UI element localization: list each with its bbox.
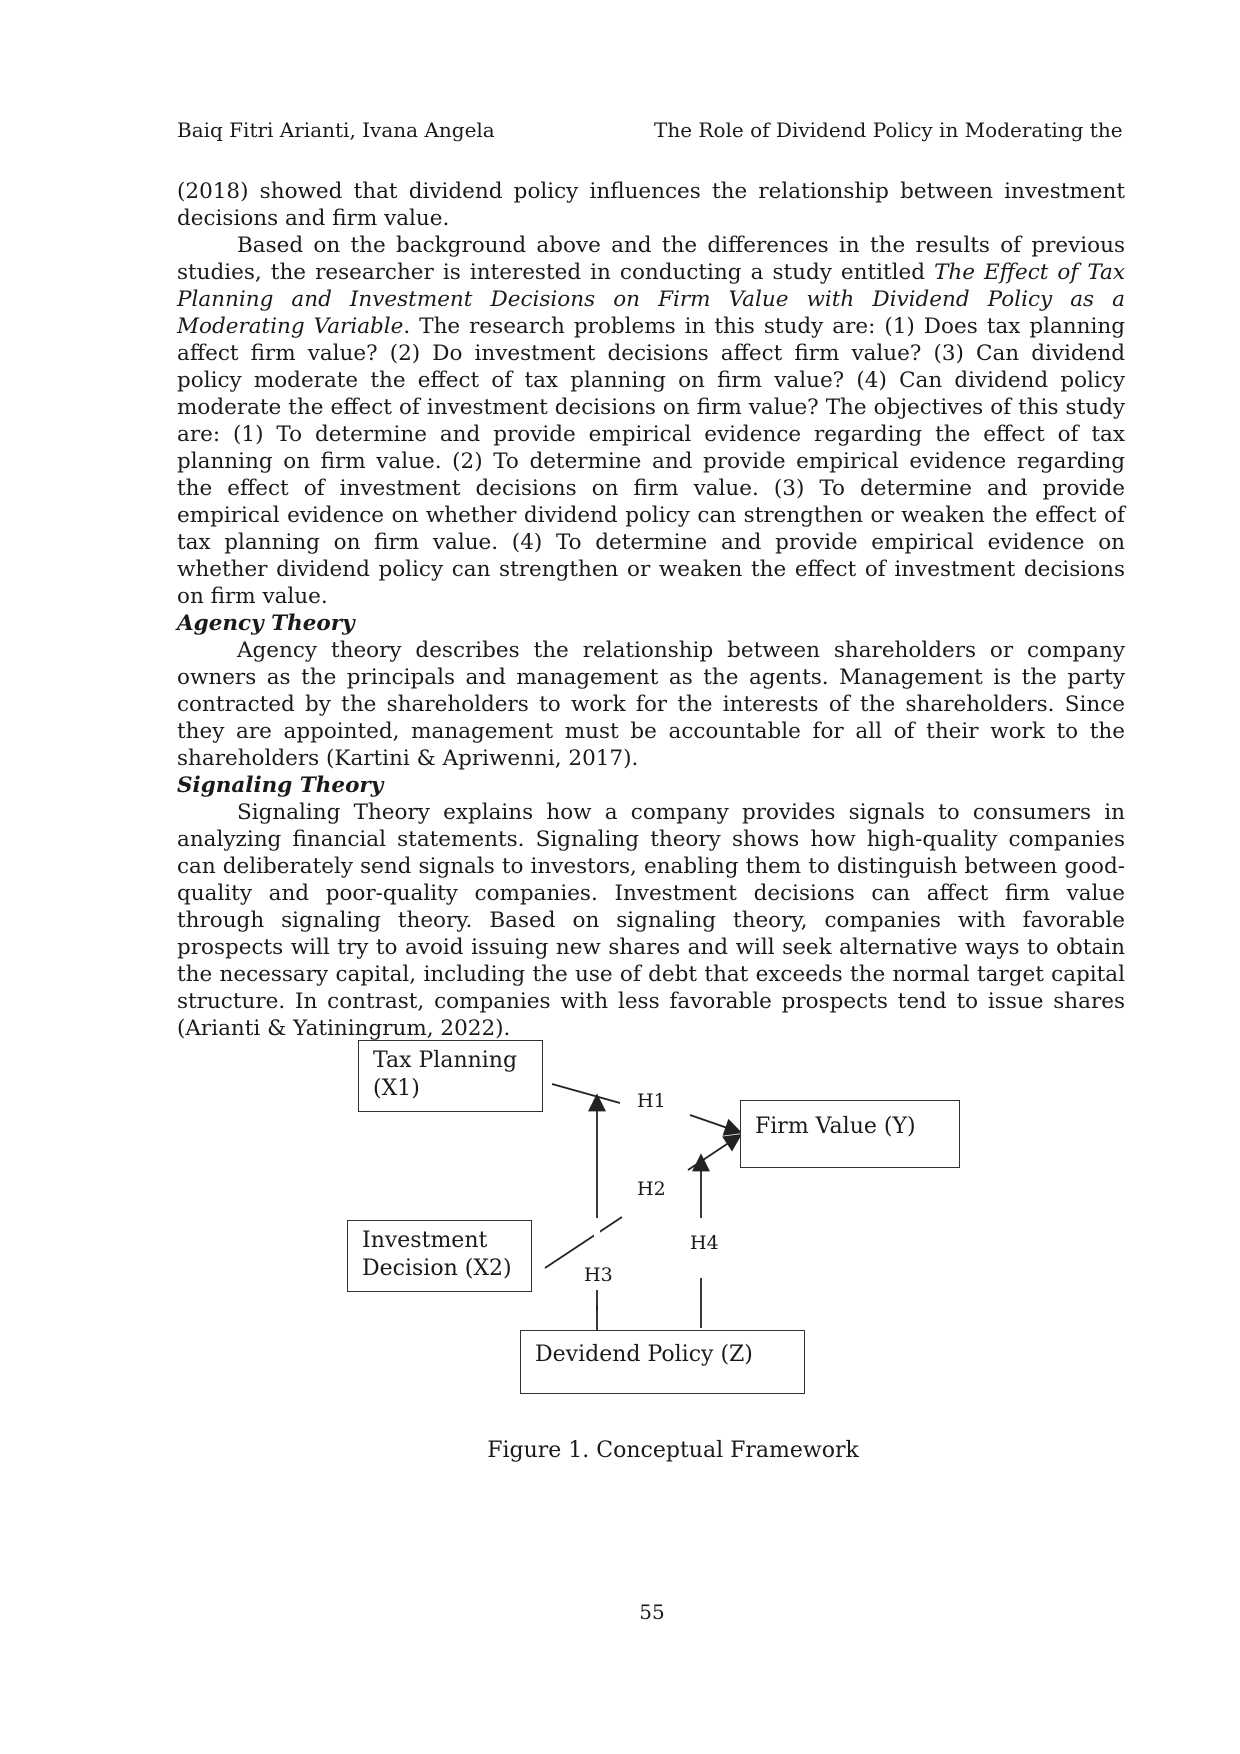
h1-arrow — [689, 1114, 743, 1136]
label-h4: H4 — [690, 1232, 719, 1254]
figure-caption: Figure 1. Conceptual Framework — [487, 1438, 859, 1463]
box-tax-planning-line1: Tax Planning — [373, 1048, 518, 1073]
heading-agency-theory: Agency Theory — [177, 611, 355, 636]
body-text: (2018) showed that dividend policy influ… — [177, 178, 1125, 1042]
paragraph-1: (2018) showed that dividend policy influ… — [177, 179, 1125, 231]
box-firm-value: Firm Value (Y) — [740, 1100, 960, 1168]
box-investment-decision-line1: Investment — [362, 1228, 488, 1253]
label-h3: H3 — [584, 1264, 613, 1286]
box-dividend-policy: Devidend Policy (Z) — [520, 1330, 805, 1394]
x1-connector — [551, 1083, 621, 1104]
box-investment-decision-line2: Decision (X2) — [362, 1256, 512, 1281]
box-tax-planning: Tax Planning (X1) — [358, 1040, 543, 1112]
box-firm-value-label: Firm Value (Y) — [755, 1114, 916, 1139]
paragraph-2-end: . The research problems in this study ar… — [177, 314, 1125, 609]
label-h2: H2 — [637, 1178, 666, 1200]
header-running-title: The Role of Dividend Policy in Moderatin… — [654, 118, 1123, 142]
conceptual-framework-figure: Tax Planning (X1) Firm Value (Y) Investm… — [0, 1040, 1240, 1420]
page-number: 55 — [639, 1600, 665, 1624]
h2-arrow — [687, 1134, 742, 1171]
paragraph-2: Based on the background above and the di… — [177, 232, 1125, 610]
study-title: The Effect of Tax Planning and Investmen… — [177, 260, 1125, 339]
box-tax-planning-line2: (X1) — [373, 1076, 420, 1101]
box-investment-decision: Investment Decision (X2) — [347, 1220, 532, 1292]
paragraph-2-start: Based on the background above and the di… — [177, 233, 1125, 285]
x2-connector — [544, 1216, 623, 1269]
header-authors: Baiq Fitri Arianti, Ivana Angela — [177, 118, 495, 142]
paragraph-signaling: Signaling Theory explains how a company … — [177, 800, 1125, 1041]
paragraph-agency: Agency theory describes the relationship… — [177, 638, 1125, 771]
heading-signaling-theory: Signaling Theory — [177, 773, 384, 798]
label-h1: H1 — [637, 1090, 666, 1112]
box-dividend-policy-label: Devidend Policy (Z) — [535, 1342, 753, 1367]
framework-arrows — [544, 1083, 743, 1330]
